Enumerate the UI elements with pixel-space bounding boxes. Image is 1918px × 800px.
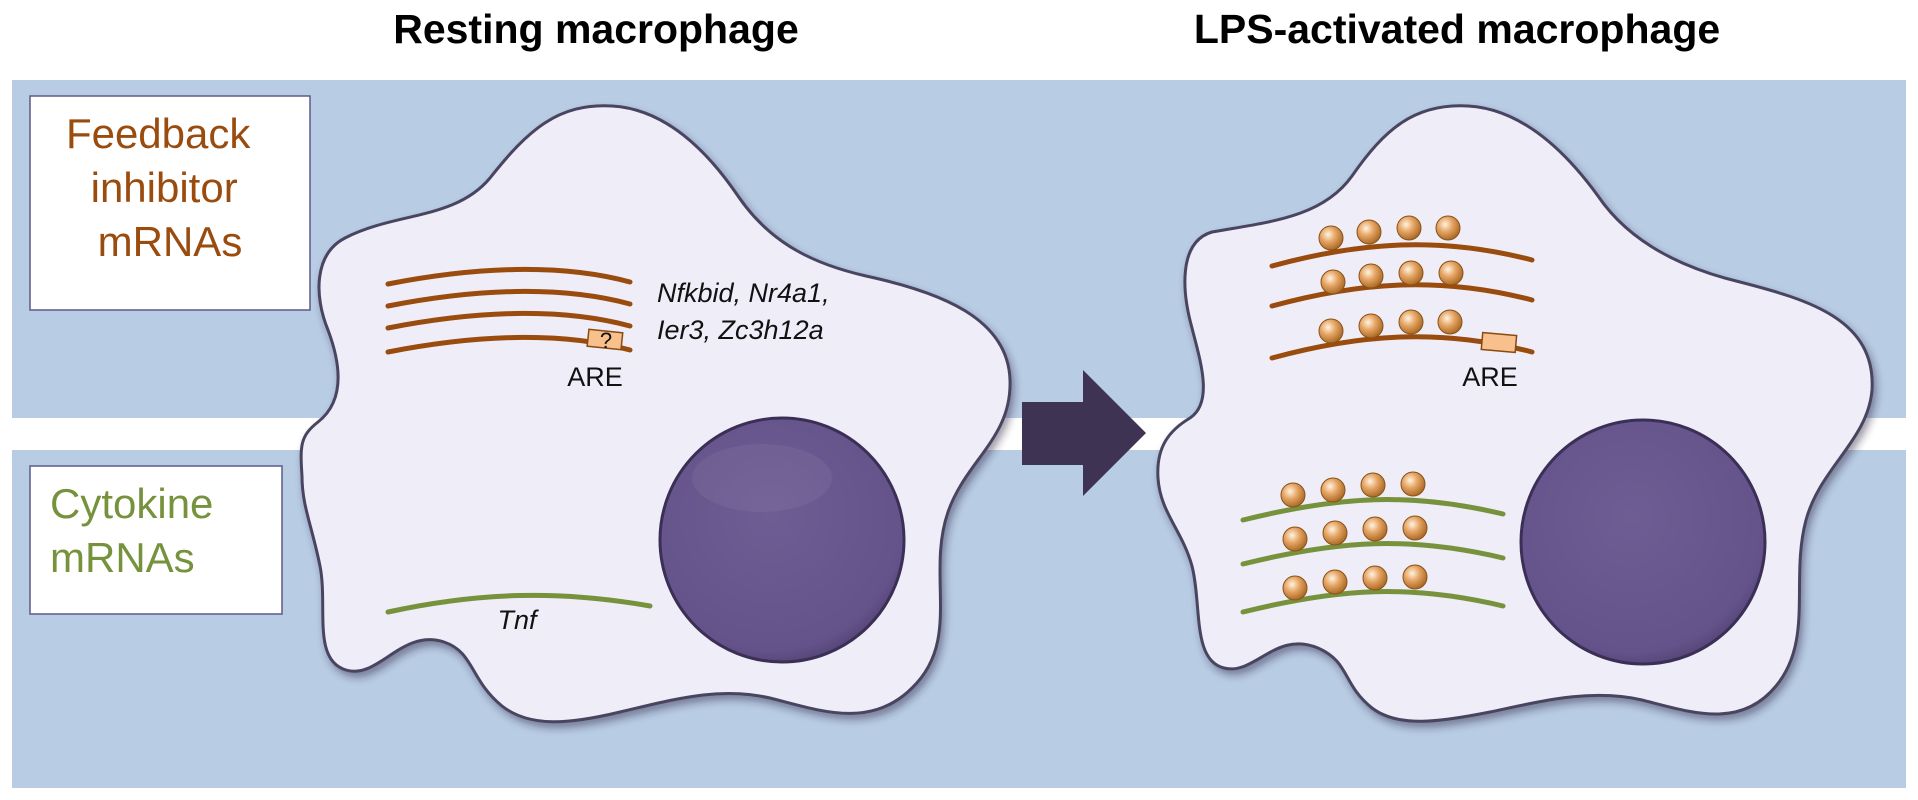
ribosome-icon bbox=[1437, 309, 1463, 335]
resting-cytokine-mrna bbox=[385, 592, 653, 615]
resting-nucleus-highlight bbox=[692, 444, 832, 512]
ribosome-icon bbox=[1435, 215, 1461, 241]
activated-feedback-mrna-2 bbox=[1269, 282, 1535, 309]
are-element-icon bbox=[586, 328, 624, 351]
svg-text:Feedback inhibitor: Feedback inhibitor mRNAs bbox=[66, 110, 262, 265]
activated-nucleus bbox=[1519, 418, 1767, 666]
are-question-mark: ? bbox=[600, 328, 612, 353]
ribosome-icon bbox=[1362, 565, 1388, 591]
ribosome-icon bbox=[1280, 482, 1306, 508]
resting-feedback-mrna-2 bbox=[385, 288, 633, 309]
ribosome-icon bbox=[1318, 225, 1344, 251]
resting-cell: ? ARE Nfkbid, Nr4a1, Ier3, Zc3h12a Tnf bbox=[299, 104, 1012, 724]
activated-cytokine-mrnas bbox=[1240, 497, 1506, 615]
feedback-label-box: Feedback inhibitor mRNAs bbox=[29, 95, 311, 311]
resting-nucleus bbox=[658, 416, 906, 664]
ribosome-icon bbox=[1398, 309, 1424, 335]
ribosome-icon bbox=[1318, 318, 1344, 344]
ribosome-icon bbox=[1360, 472, 1386, 498]
ribosome-icon bbox=[1282, 575, 1308, 601]
activated-cell: ARE bbox=[1156, 104, 1874, 723]
svg-text:Cytokine mRNAs: Cytokine mRNAs bbox=[50, 480, 225, 581]
feedback-label-line3: mRNAs bbox=[98, 218, 243, 265]
ribosome-icon bbox=[1320, 477, 1346, 503]
cytokine-label-line2: mRNAs bbox=[50, 534, 195, 581]
activated-cytokine-mrna-1 bbox=[1240, 497, 1506, 523]
resting-feedback-mrna-1 bbox=[385, 266, 633, 287]
ribosome-icon bbox=[1402, 515, 1428, 541]
resting-feedback-genes-line1: Nfkbid, Nr4a1, bbox=[657, 278, 830, 308]
ribosome-icon bbox=[1358, 263, 1384, 289]
resting-title: Resting macrophage bbox=[393, 6, 799, 52]
feedback-label-line2: inhibitor bbox=[91, 164, 238, 211]
right-arrow-icon bbox=[1022, 370, 1146, 496]
resting-feedback-mrnas bbox=[385, 266, 633, 355]
activated-title: LPS-activated macrophage bbox=[1194, 6, 1720, 52]
feedback-label-line1: Feedback bbox=[66, 110, 251, 157]
ribosome-icon bbox=[1402, 564, 1428, 590]
ribosome-icon bbox=[1400, 471, 1426, 497]
cytokine-label-box: Cytokine mRNAs bbox=[29, 465, 283, 615]
activated-cytokine-mrna-2 bbox=[1240, 541, 1506, 567]
cytokine-label-line1: Cytokine bbox=[50, 480, 213, 527]
resting-feedback-genes-line2: Ier3, Zc3h12a bbox=[657, 315, 824, 345]
ribosome-icon bbox=[1322, 520, 1348, 546]
ribosome-icon bbox=[1282, 526, 1308, 552]
activated-cytokine-mrna-3 bbox=[1240, 589, 1506, 615]
ribosome-icon bbox=[1398, 260, 1424, 286]
ribosome-icon bbox=[1438, 260, 1464, 286]
ribosome-icon bbox=[1396, 215, 1422, 241]
ribosome-icon bbox=[1356, 219, 1382, 245]
ribosome-icon bbox=[1362, 516, 1388, 542]
resting-are-label: ARE bbox=[567, 362, 623, 392]
activated-feedback-mrna-1 bbox=[1269, 242, 1535, 269]
are-element-icon bbox=[1480, 331, 1518, 354]
ribosome-icon bbox=[1322, 569, 1348, 595]
ribosome-icon bbox=[1358, 313, 1384, 339]
resting-feedback-mrna-3 bbox=[385, 310, 633, 331]
resting-cytokine-gene: Tnf bbox=[497, 605, 539, 635]
ribosome-icon bbox=[1320, 269, 1346, 295]
activated-are-label: ARE bbox=[1462, 362, 1518, 392]
